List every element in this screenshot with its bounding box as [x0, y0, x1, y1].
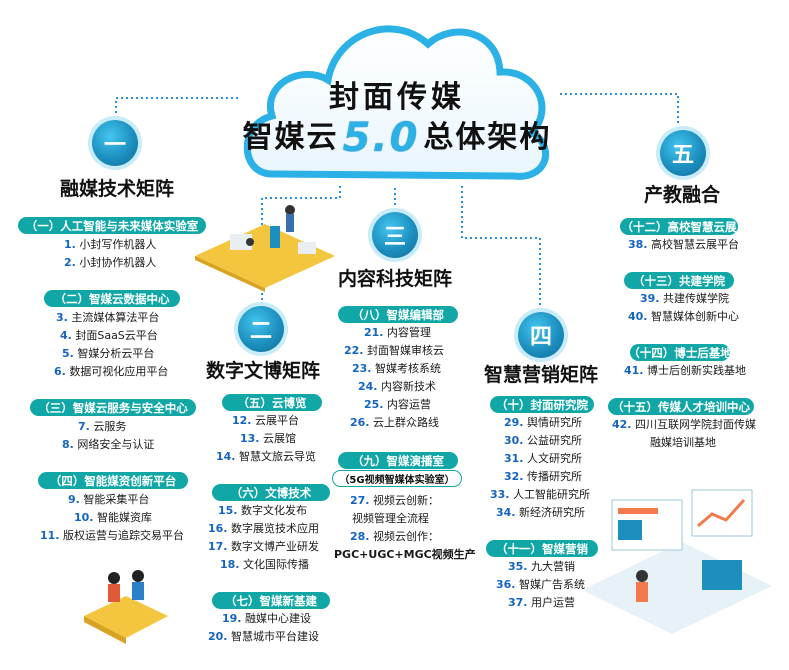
list-item: 6. 数据可视化应用平台: [54, 365, 169, 378]
list-item: 5. 智媒分析云平台: [62, 347, 155, 360]
list-item: 7. 云服务: [78, 420, 127, 433]
section-5-numeral: 五: [660, 130, 706, 176]
list-item: 26. 云上群众路线: [350, 416, 439, 429]
list-item: 4. 封面SaaS云平台: [60, 329, 158, 342]
list-item: 28. 视频云创作：: [350, 530, 439, 543]
cloud-shape: [243, 25, 550, 180]
section-1-numeral: 一: [92, 120, 138, 166]
group-6-label: （六）文博技术: [212, 484, 330, 501]
list-item: PGC+UGC+MGC视频生产: [334, 548, 476, 561]
list-item: 18. 文化国际传播: [220, 558, 309, 571]
list-item: 42. 四川互联网学院封面传媒: [612, 418, 756, 431]
group-2-label: （二）智媒云数据中心: [44, 290, 180, 307]
section-4-numeral: 四: [518, 312, 564, 358]
list-item: 40. 智慧媒体创新中心: [628, 310, 739, 323]
version-label: 5.0: [342, 115, 420, 161]
list-item: 39. 共建传媒学院: [640, 292, 729, 305]
office-illustration-icon: [195, 205, 335, 292]
list-item: 41. 博士后创新实践基地: [624, 364, 746, 377]
list-item: 10. 智能媒资库: [74, 511, 152, 524]
meeting-illustration-icon: [84, 570, 168, 644]
list-item: 12. 云展平台: [232, 414, 299, 427]
list-item: 1. 小封写作机器人: [64, 238, 157, 251]
section-2-heading: 数字文博矩阵: [206, 360, 321, 382]
list-item: 27. 视频云创新：: [350, 494, 439, 507]
dashboard-illustration-icon: [582, 489, 772, 634]
section-1-heading: 融媒技术矩阵: [60, 178, 175, 200]
section-3-numeral: 三: [372, 212, 418, 258]
list-item: 16. 数字展览技术应用: [208, 522, 319, 535]
list-item: 15. 数字文化发布: [218, 504, 307, 517]
group-4-label: （四）智能媒资创新平台: [38, 472, 188, 489]
title-prefix: 智媒云: [242, 120, 339, 155]
section-5-heading: 产教融合: [644, 184, 721, 206]
list-item: 24. 内容新技术: [358, 380, 436, 393]
title-suffix: 总体架构: [423, 120, 552, 155]
list-item: 36. 智媒广告系统: [496, 578, 585, 591]
group-7-label: （七）智媒新基建: [212, 592, 330, 609]
section-4-heading: 智慧营销矩阵: [484, 364, 599, 386]
group-1-label: （一）人工智能与未来媒体实验室: [18, 217, 206, 234]
list-item: 19. 融媒中心建设: [222, 612, 311, 625]
group-14-label: （十四）博士后基地: [628, 344, 732, 361]
list-item: 8. 网络安全与认证: [62, 438, 155, 451]
list-item: 38. 高校智慧云展平台: [628, 238, 739, 251]
list-item: 32. 传播研究所: [504, 470, 582, 483]
list-item: 9. 智能采集平台: [68, 493, 150, 506]
list-item: 13. 云展馆: [240, 432, 296, 445]
list-item: 21. 内容管理: [364, 326, 431, 339]
list-item: 3. 主流媒体算法平台: [56, 311, 160, 324]
list-item: 35. 九大营销: [508, 560, 575, 573]
list-item: 37. 用户运营: [508, 596, 575, 609]
list-item: 融媒培训基地: [650, 436, 716, 449]
group-15-label: （十五）传媒人才培训中心: [608, 398, 754, 415]
list-item: 11. 版权运营与追踪交易平台: [40, 529, 184, 542]
group-9-sublabel: （5G视频智媒体实验室）: [332, 470, 462, 487]
section-2-numeral: 二: [238, 306, 284, 352]
list-item: 25. 内容运营: [364, 398, 431, 411]
group-9-label: （九）智媒演播室: [338, 452, 458, 469]
group-10-label: （十）封面研究院: [490, 396, 594, 413]
group-8-label: （八）智媒编辑部: [338, 306, 458, 323]
section-3-heading: 内容科技矩阵: [338, 268, 453, 290]
list-item: 29. 舆情研究所: [504, 416, 582, 429]
list-item: 20. 智慧城市平台建设: [208, 630, 319, 643]
list-item: 34. 新经济研究所: [496, 506, 585, 519]
group-5-label: （五）云博览: [222, 394, 322, 411]
list-item: 23. 智媒考核系统: [352, 362, 441, 375]
group-12-label: （十二）高校智慧云展: [620, 218, 738, 235]
group-11-label: （十一）智媒营销: [486, 540, 598, 557]
list-item: 31. 人文研究所: [504, 452, 582, 465]
title-line1: 封面传媒: [329, 80, 465, 115]
list-item: 2. 小封协作机器人: [64, 256, 157, 269]
list-item: 33. 人工智能研究所: [490, 488, 590, 501]
list-item: 14. 智慧文旅云导览: [216, 450, 316, 463]
list-item: 17. 数字文博产业研发: [208, 540, 319, 553]
list-item: 22. 封面智媒审核云: [344, 344, 444, 357]
list-item: 30. 公益研究所: [504, 434, 582, 447]
group-13-label: （十三）共建学院: [624, 272, 734, 289]
list-item: 视频管理全流程: [352, 512, 429, 525]
group-3-label: （三）智媒云服务与安全中心: [30, 399, 196, 416]
